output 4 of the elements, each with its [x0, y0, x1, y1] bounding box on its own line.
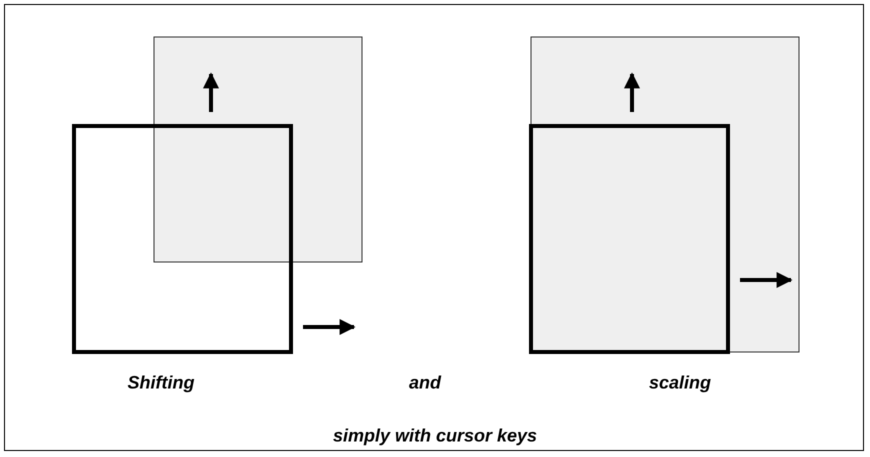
caption-text: simply with cursor keys: [332, 426, 538, 446]
caption-text: and: [409, 372, 441, 394]
caption-text: scaling: [648, 372, 712, 394]
caption-text: Shifting: [128, 372, 194, 394]
